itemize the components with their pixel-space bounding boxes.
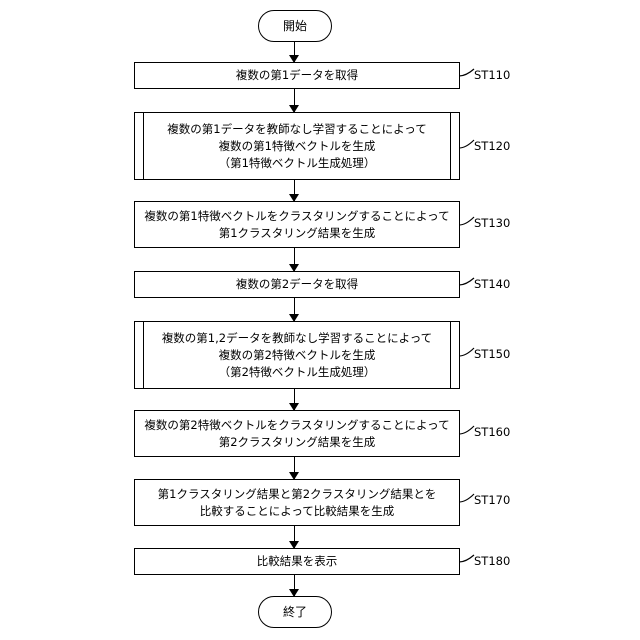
- flow-arrow: [294, 389, 295, 410]
- end-label: 終了: [283, 604, 307, 621]
- start-label: 開始: [283, 18, 307, 35]
- flow-arrow: [294, 298, 295, 321]
- step-st170-line-2: 比較することによって比較結果を生成: [200, 503, 395, 520]
- step-st130-line-2: 第1クラスタリング結果を生成: [219, 225, 376, 242]
- step-st110-line-1: 複数の第1データを取得: [236, 67, 358, 84]
- step-st160-line-2: 第2クラスタリング結果を生成: [219, 434, 376, 451]
- flow-arrow: [294, 248, 295, 271]
- step-st150-line-2: 複数の第2特徴ベクトルを生成: [219, 347, 376, 364]
- step-st150-box: 複数の第1,2データを教師なし学習することによって 複数の第2特徴ベクトルを生成…: [134, 321, 460, 389]
- step-st120-id: ST120: [474, 139, 510, 153]
- step-st120-line-3: （第1特徴ベクトル生成処理）: [219, 155, 376, 172]
- start-terminal: 開始: [258, 10, 332, 42]
- step-st180-box: 比較結果を表示: [134, 548, 460, 575]
- step-st180-line-1: 比較結果を表示: [257, 553, 338, 570]
- step-st150-id: ST150: [474, 347, 510, 361]
- step-st140-box: 複数の第2データを取得: [134, 271, 460, 298]
- flow-arrow: [294, 526, 295, 548]
- step-st120-line-2: 複数の第1特徴ベクトルを生成: [219, 138, 376, 155]
- flow-arrow: [294, 457, 295, 479]
- step-st110-box: 複数の第1データを取得: [134, 62, 460, 89]
- step-st170-box: 第1クラスタリング結果と第2クラスタリング結果とを 比較することによって比較結果…: [134, 479, 460, 526]
- step-st170-id: ST170: [474, 493, 510, 507]
- flow-arrow: [294, 89, 295, 112]
- step-st130-id: ST130: [474, 216, 510, 230]
- step-st140-line-1: 複数の第2データを取得: [236, 276, 358, 293]
- step-st160-id: ST160: [474, 425, 510, 439]
- end-terminal: 終了: [258, 596, 332, 628]
- step-st110-id: ST110: [474, 68, 510, 82]
- step-st160-line-1: 複数の第2特徴ベクトルをクラスタリングすることによって: [144, 417, 449, 434]
- step-st180-id: ST180: [474, 554, 510, 568]
- flow-arrow: [294, 575, 295, 596]
- step-st130-box: 複数の第1特徴ベクトルをクラスタリングすることによって 第1クラスタリング結果を…: [134, 201, 460, 248]
- flow-arrow: [294, 42, 295, 62]
- step-st120-line-1: 複数の第1データを教師なし学習することによって: [167, 121, 426, 138]
- step-st160-box: 複数の第2特徴ベクトルをクラスタリングすることによって 第2クラスタリング結果を…: [134, 410, 460, 457]
- step-st120-box: 複数の第1データを教師なし学習することによって 複数の第1特徴ベクトルを生成 （…: [134, 112, 460, 180]
- step-st170-line-1: 第1クラスタリング結果と第2クラスタリング結果とを: [158, 486, 437, 503]
- step-st150-line-3: （第2特徴ベクトル生成処理）: [219, 364, 376, 381]
- flow-arrow: [294, 180, 295, 201]
- step-st150-line-1: 複数の第1,2データを教師なし学習することによって: [162, 330, 432, 347]
- step-st140-id: ST140: [474, 277, 510, 291]
- step-st130-line-1: 複数の第1特徴ベクトルをクラスタリングすることによって: [144, 208, 449, 225]
